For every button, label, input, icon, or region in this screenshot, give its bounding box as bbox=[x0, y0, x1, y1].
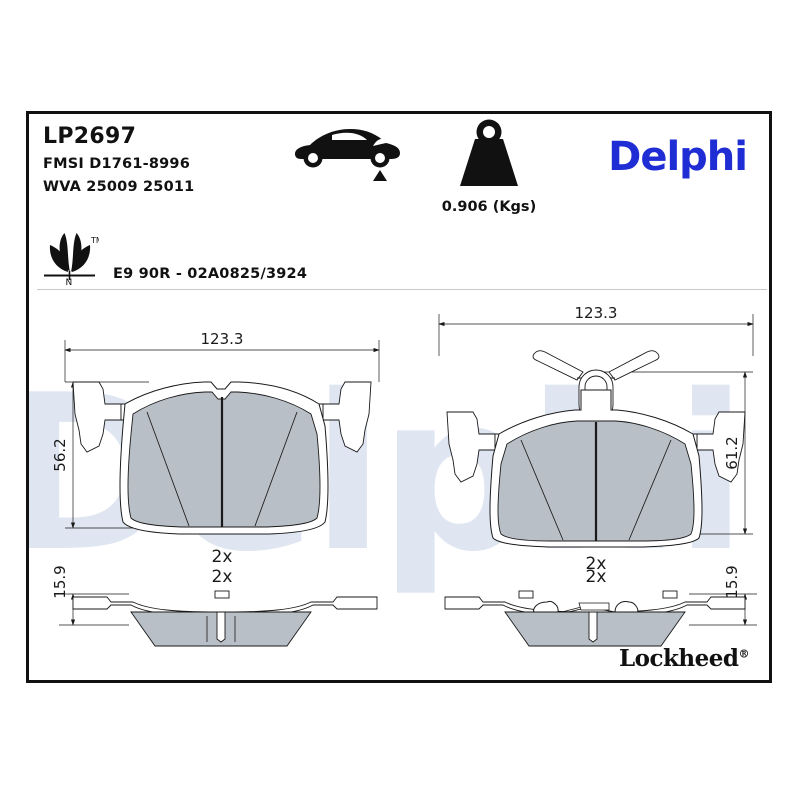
quantity-label-right: 2x bbox=[586, 554, 607, 574]
dim-text-height-left: 56.2 bbox=[51, 438, 69, 471]
dim-width-right bbox=[438, 314, 754, 356]
quantity-label-left-side: 2x bbox=[212, 567, 233, 587]
dim-text-thickness-left: 15.9 bbox=[51, 565, 69, 598]
approval-block: TM N E9 90R - 02A0825/3924 bbox=[41, 230, 307, 286]
quantity-label-right-side: 2x bbox=[586, 567, 607, 587]
part-identification-block: LP2697 FMSI D1761-8996 WVA 25009 25011 bbox=[43, 124, 194, 195]
eco-leaf-icon: TM N bbox=[44, 233, 99, 286]
eco-letter-n: N bbox=[66, 278, 73, 286]
pad-left-front-view: 2x bbox=[64, 340, 380, 567]
spec-sheet-frame: Delphi LP2697 FMSI D1761-8996 WVA 25009 … bbox=[26, 111, 772, 683]
delphi-logo: Delphi bbox=[608, 134, 748, 180]
approval-code: E9 90R - 02A0825/3924 bbox=[113, 266, 308, 282]
dim-width-left bbox=[64, 340, 380, 382]
lockheed-logo: Lockheed® bbox=[618, 645, 750, 672]
lockheed-wordmark: Lockheed bbox=[618, 645, 739, 672]
weight-icon bbox=[460, 119, 518, 186]
registered-mark: ® bbox=[738, 647, 750, 661]
fmsi-reference: FMSI D1761-8996 bbox=[43, 156, 190, 172]
wva-reference: WVA 25009 25011 bbox=[43, 179, 195, 195]
weight-value: 0.906 (Kgs) bbox=[441, 199, 537, 215]
header-divider bbox=[37, 289, 767, 290]
pad-right-front-view: 2x bbox=[438, 314, 754, 574]
technical-drawing-area: 2x bbox=[29, 294, 769, 679]
rear-axle-car-icon bbox=[287, 120, 405, 187]
quantity-label-left: 2x bbox=[212, 547, 233, 567]
dim-text-width-left: 123.3 bbox=[201, 330, 244, 348]
dim-text-thickness-right: 15.9 bbox=[723, 565, 741, 598]
axle-indicator-triangle bbox=[373, 170, 387, 181]
part-number: LP2697 bbox=[43, 124, 137, 149]
weight-block: 0.906 (Kgs) bbox=[429, 116, 549, 215]
pad-left-side-view: 2x bbox=[59, 567, 378, 647]
dim-text-height-right: 61.2 bbox=[723, 436, 741, 469]
pad-right-side-view: 2x bbox=[444, 567, 757, 647]
dim-text-width-right: 123.3 bbox=[575, 304, 618, 322]
trademark-mark: TM bbox=[90, 236, 99, 245]
